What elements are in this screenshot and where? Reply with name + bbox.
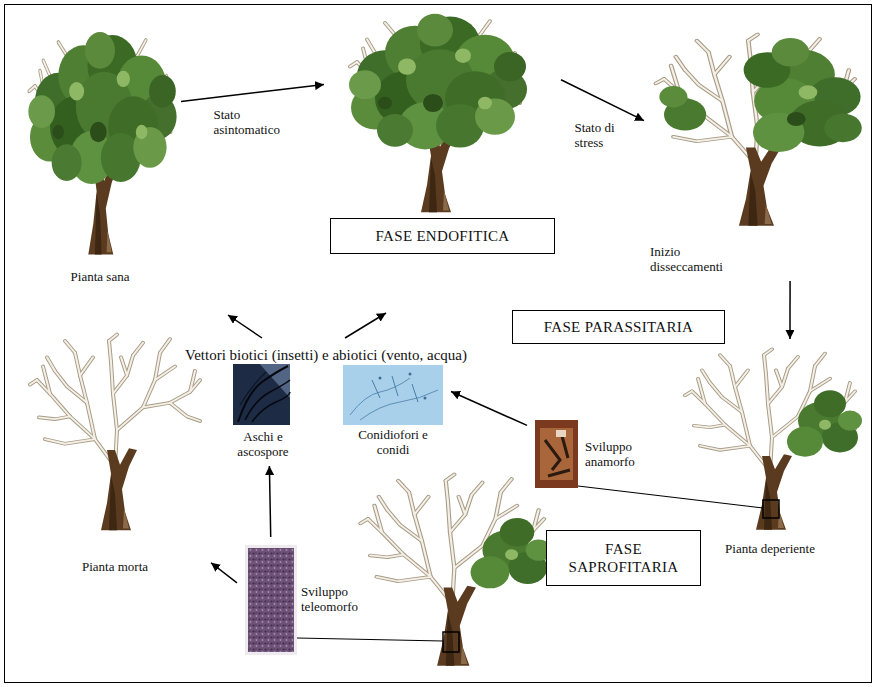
teleomorph-photo: [245, 545, 297, 655]
phase-box: FASE SAPROFITARIA: [546, 530, 701, 586]
detail-marker: [443, 632, 459, 652]
stage-caption: Aschi e ascospore: [231, 430, 295, 460]
endophytic-tree: [349, 14, 527, 212]
transition-label: Stato di stress: [573, 120, 633, 152]
stage-caption: Sviluppo anamorfo: [585, 440, 655, 470]
detail-marker: [763, 500, 779, 518]
phase-title: FASE SAPROFITARIA: [546, 530, 701, 586]
stage-caption: Pianta morta: [82, 560, 148, 575]
plant-stage: Sviluppo teleomorfo: [243, 543, 369, 657]
stressed-tree: [656, 34, 862, 225]
cycle-arrow: [451, 392, 527, 426]
plant-stage: Pianta morta: [25, 330, 205, 575]
conidia-photo: [343, 365, 443, 425]
phase-title: FASE PARASSITARIA: [512, 310, 725, 344]
plant-stage: Aschi e ascospore: [231, 360, 295, 460]
phase-title: FASE ENDOFITICA: [330, 218, 555, 254]
stage-caption: Pianta sana: [71, 270, 130, 285]
cycle-arrow: [269, 466, 270, 537]
transition-label: Stato asintomatico: [212, 107, 294, 139]
healthy-tree: [28, 32, 176, 254]
leader-line: [297, 638, 443, 641]
cycle-arrow: [181, 85, 324, 102]
phase-box: FASE PARASSITARIA: [512, 310, 725, 344]
plant-stage: Pianta sana: [25, 30, 175, 285]
plant-stage: Pianta deperiente: [680, 345, 860, 557]
phase-box: FASE ENDOFITICA: [330, 12, 555, 254]
stage-caption: Inizio disseccamenti: [650, 245, 734, 275]
stage-caption: Conidiofori e conidi: [351, 428, 435, 458]
cycle-arrow: [211, 563, 237, 583]
vector-arrow: [345, 313, 386, 338]
stage-caption: Sviluppo teleomorfo: [301, 585, 367, 615]
vector-note: Vettori biotici (insetti) e abiotici (ve…: [183, 347, 469, 364]
asci-photo: [233, 362, 290, 425]
leader-line: [578, 486, 763, 508]
plant-stage: Inizio disseccamenti: [650, 30, 860, 275]
plant-stage: Conidiofori e conidi: [341, 363, 445, 458]
plant-stage: Sviluppo anamorfo: [533, 418, 657, 492]
stage-caption: Pianta deperiente: [725, 542, 815, 557]
frame: [5, 5, 872, 683]
saprophytic-tree: [360, 474, 551, 665]
dead-tree: [30, 335, 200, 531]
declining-tree: [685, 349, 862, 530]
anamorph-photo: [535, 420, 578, 488]
vector-arrow: [228, 315, 262, 338]
cycle-arrow: [789, 281, 791, 339]
cycle-arrow: [561, 80, 644, 121]
